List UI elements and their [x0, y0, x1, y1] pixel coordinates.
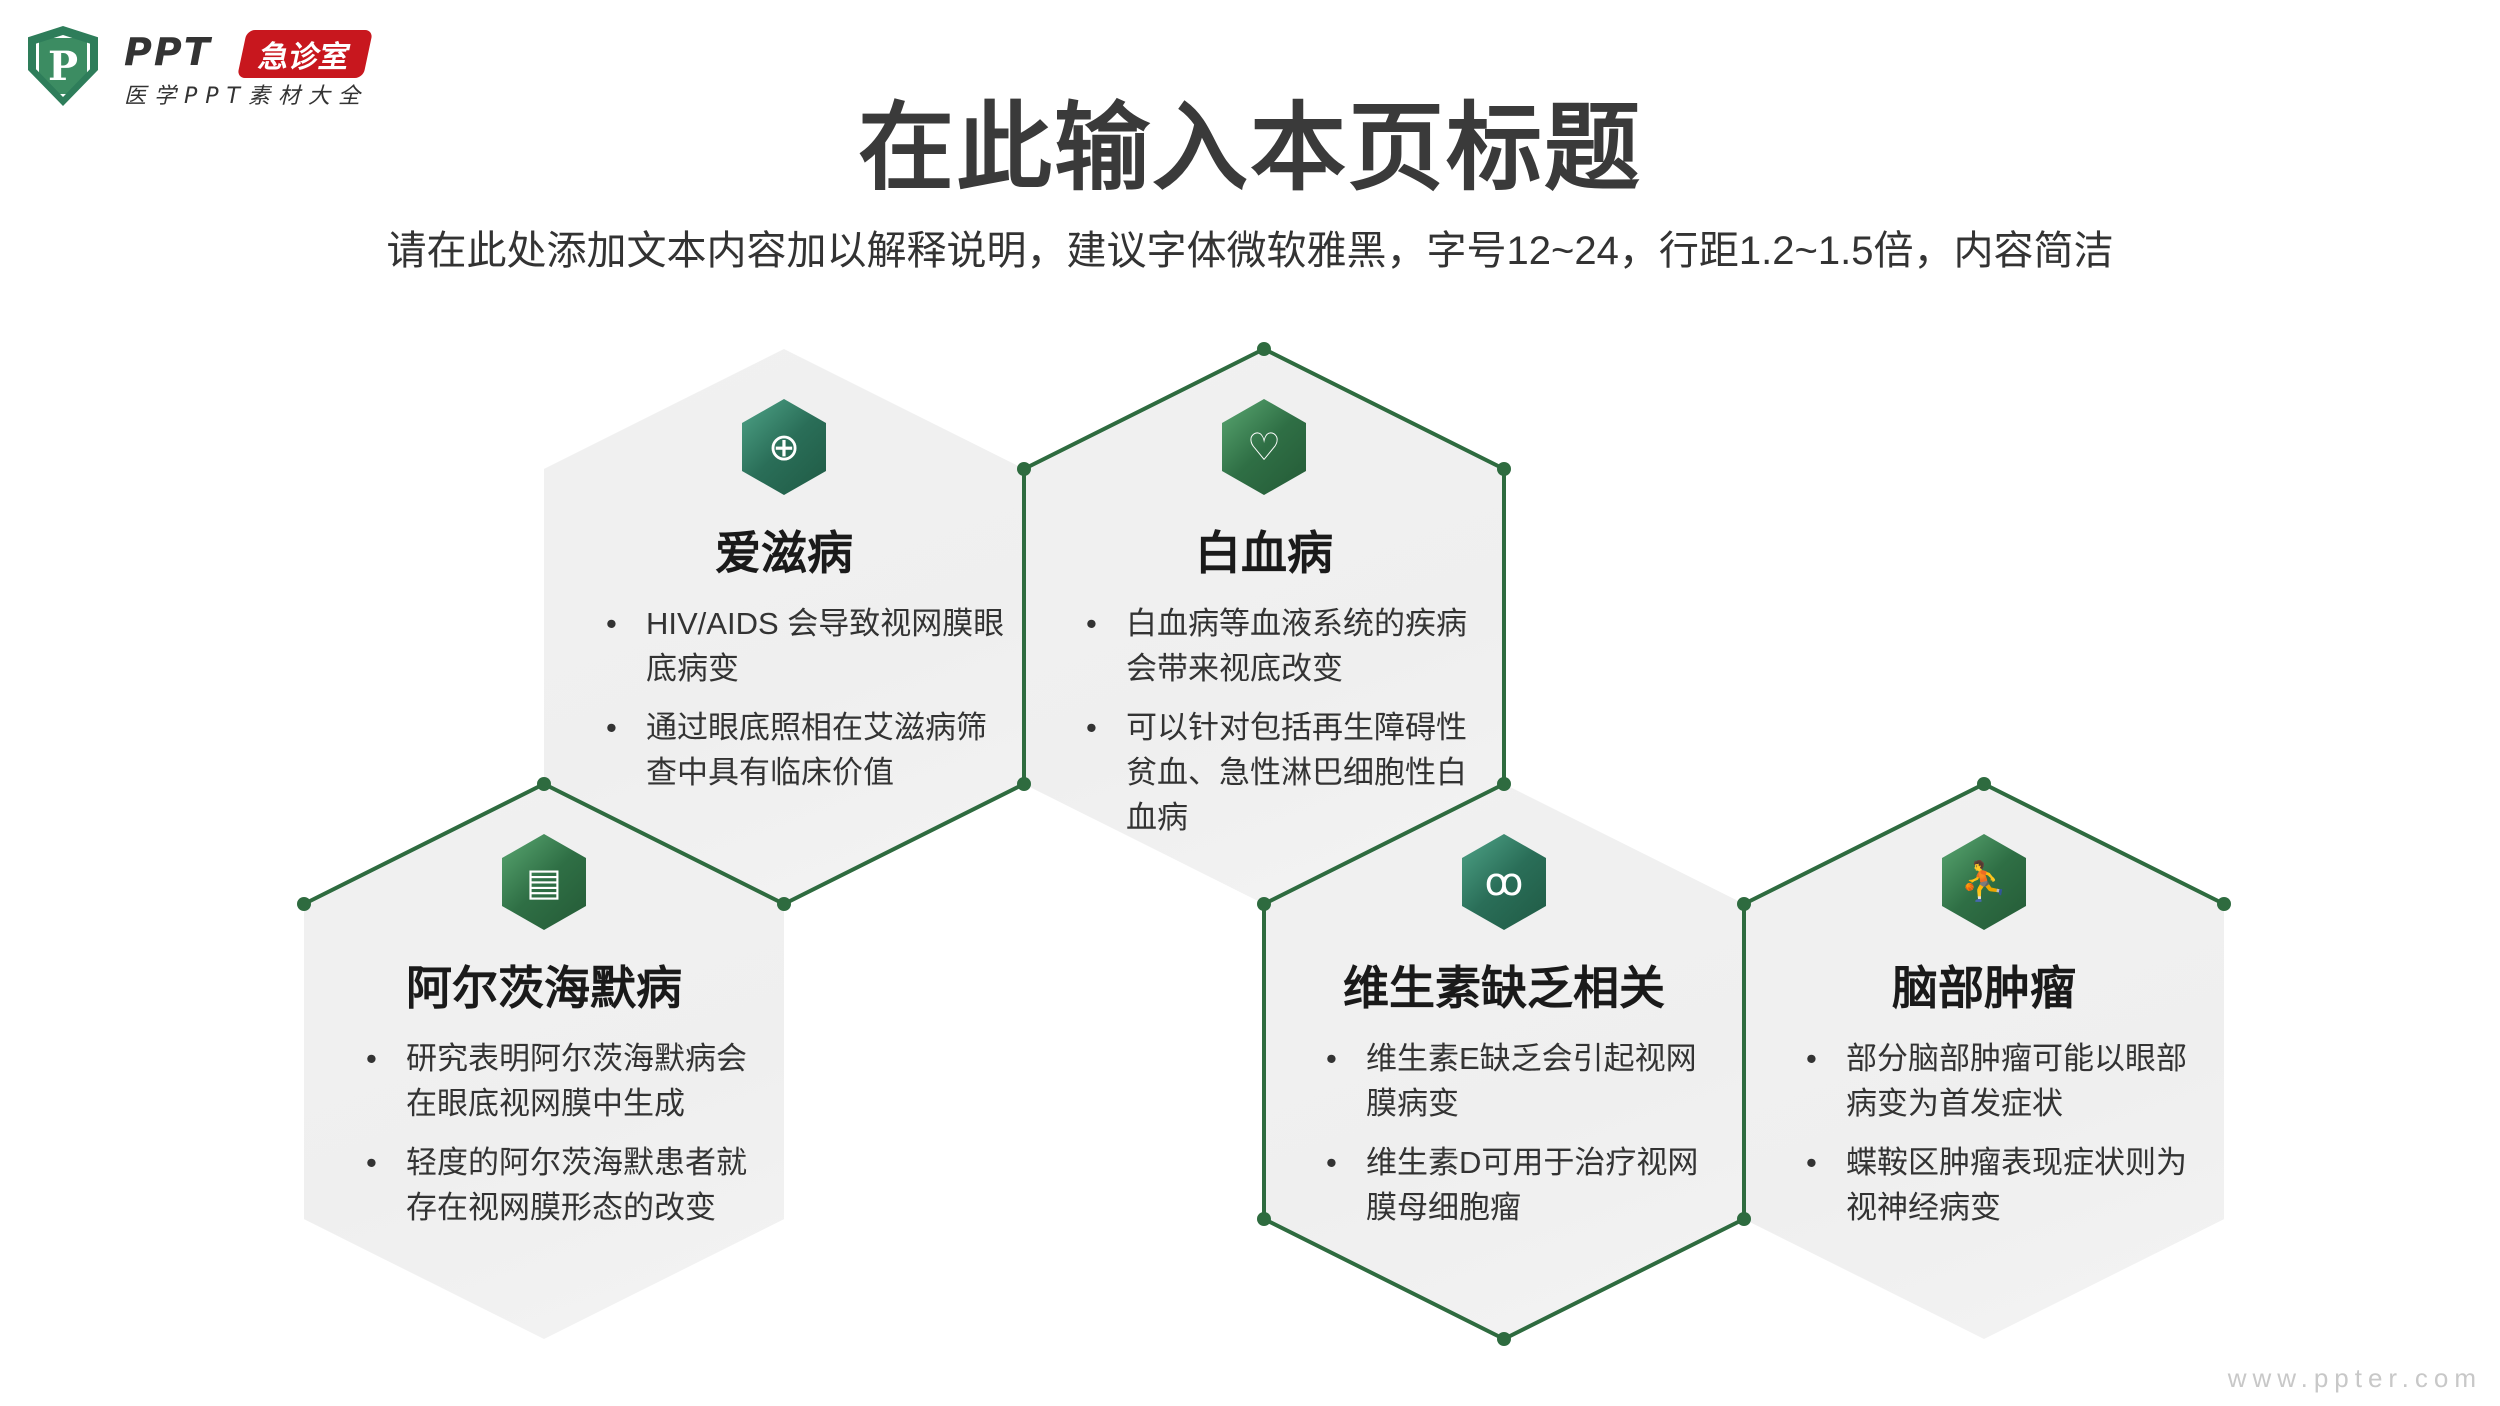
vertex-dot [1257, 897, 1271, 911]
vertex-dot [1017, 462, 1031, 476]
vertex-dot [1977, 777, 1991, 791]
card-bullet: 白血病等血液系统的疾病会带来视底改变 [1086, 601, 1486, 691]
lungs-icon: ꝏ [1462, 834, 1546, 930]
vertex-dot [1737, 897, 1751, 911]
card-leukemia: ♡ 白血病 白血病等血液系统的疾病会带来视底改变可以针对包括再生障碍性贫血、急性… [1024, 349, 1504, 904]
card-vitamin: ꝏ 维生素缺乏相关 维生素E缺乏会引起视网膜病变维生素D可用于治疗视网膜母细胞瘤 [1264, 784, 1744, 1339]
card-bullet: 维生素D可用于治疗视网膜母细胞瘤 [1326, 1140, 1726, 1230]
vertex-dot [1017, 777, 1031, 791]
card-title: 维生素缺乏相关 [1343, 962, 1665, 1014]
vertex-dot [1497, 1332, 1511, 1346]
card-bullet: HIV/AIDS 会导致视网膜眼底病变 [606, 601, 1006, 691]
logo-tagline: 医学PPT素材大全 [124, 84, 368, 109]
vertex-dot [1497, 777, 1511, 791]
card-bullet: 可以针对包括再生障碍性贫血、急性淋巴细胞性白血病 [1086, 705, 1486, 840]
vertex-dot [1257, 342, 1271, 356]
card-bullet: 蝶鞍区肿瘤表现症状则为视神经病变 [1806, 1140, 2206, 1230]
vertex-dot [537, 777, 551, 791]
logo: P PPT 急诊室 医学PPT素材大全 [28, 26, 398, 110]
card-bullet: 部分脑部肿瘤可能以眼部病变为首发症状 [1806, 1036, 2206, 1126]
heart-pulse-icon: ♡ [1222, 399, 1306, 495]
page-subtitle: 请在此处添加文本内容加以解释说明，建议字体微软雅黑，字号12~24，行距1.2~… [386, 229, 2114, 273]
card-bullet: 通过眼底照相在艾滋病筛查中具有临床价值 [606, 705, 1006, 795]
outline-segment [1262, 781, 2225, 1342]
vertex-dot [777, 897, 791, 911]
card-alzheimers: ▤ 阿尔茨海默病 研究表明阿尔茨海默病会在眼底视网膜中生成轻度的阿尔茨海默患者就… [304, 784, 784, 1339]
outline-segment [303, 781, 1025, 907]
medical-plus-icon: ⊕ [742, 399, 826, 495]
card-title: 脑部肿瘤 [1892, 962, 2076, 1014]
card-title: 爱滋病 [715, 527, 853, 579]
page-title: 在此输入本页标题 [858, 95, 1642, 202]
card-brain-tumor: ⛹ 脑部肿瘤 部分脑部肿瘤可能以眼部病变为首发症状蝶鞍区肿瘤表现症状则为视神经病… [1744, 784, 2224, 1339]
watermark: www.ppter.com [2227, 1363, 2482, 1393]
vertex-dot [1737, 1212, 1751, 1226]
vertex-dot [297, 897, 311, 911]
card-title: 白血病 [1195, 527, 1333, 579]
vertex-dot [2217, 897, 2231, 911]
card-bullet: 轻度的阿尔茨海默患者就存在视网膜形态的改变 [366, 1140, 766, 1230]
vertex-dot [1257, 1212, 1271, 1226]
card-aids: ⊕ 爱滋病 HIV/AIDS 会导致视网膜眼底病变通过眼底照相在艾滋病筛查中具有… [544, 349, 1024, 904]
card-title: 阿尔茨海默病 [406, 962, 682, 1014]
medical-record-icon: ▤ [502, 834, 586, 930]
card-bullet: 维生素E缺乏会引起视网膜病变 [1326, 1036, 1726, 1126]
vertex-dot [1497, 462, 1511, 476]
treadmill-icon: ⛹ [1942, 834, 2026, 930]
card-bullet: 研究表明阿尔茨海默病会在眼底视网膜中生成 [366, 1036, 766, 1126]
logo-brand: PPT [124, 30, 212, 74]
outline-segment [1022, 346, 1506, 784]
